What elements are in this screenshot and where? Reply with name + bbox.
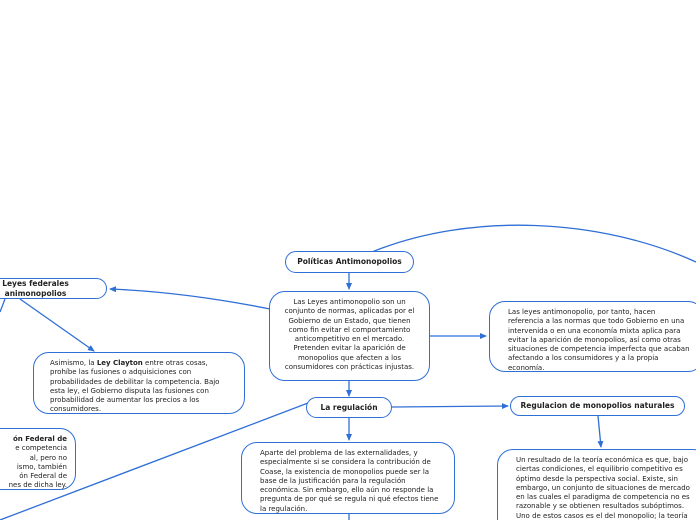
connector-regulacion-to-bottomleft [0, 402, 309, 520]
leyes-federales-node[interactable]: Leyes federales animonopolios [0, 278, 107, 299]
clayton-text-before: Asimismo, la [50, 359, 97, 367]
comision-line-2: e competencia [15, 444, 67, 453]
connector-leyes-to-federales [109, 286, 271, 310]
ley-clayton-node[interactable]: Asimismo, la Ley Clayton entre otras cos… [33, 352, 245, 414]
regulacion-texto-node[interactable]: Aparte del problema de las externalidade… [241, 442, 455, 514]
connector-federales-to-clayton [19, 298, 95, 352]
connector-regulacion-to-naturales [391, 403, 509, 410]
leyes-antimonopolio-definition-node[interactable]: Las Leyes antimonopolio son un conjunto … [269, 291, 430, 381]
comision-line-5: ón Federal de [19, 472, 67, 481]
comision-line-1: ón Federal de [12, 435, 67, 443]
comision-line-6: nes de dicha ley. [8, 481, 67, 490]
clayton-text-bold: Ley Clayton [96, 359, 143, 367]
comision-line-4: ismo, también [16, 462, 67, 471]
la-regulacion-node[interactable]: La regulación [306, 397, 392, 418]
regulacion-monopolios-naturales-node[interactable]: Regulacion de monopolios naturales [510, 396, 685, 416]
teoria-economica-node[interactable]: Un resultado de la teoría económica es q… [497, 449, 696, 520]
connector-naturales-to-teoria [597, 415, 604, 448]
politicas-antimonopolios-node[interactable]: Políticas Antimonopolios [285, 251, 414, 273]
connector-federales-left [0, 298, 6, 313]
connector-politicas-offscreen [371, 224, 696, 263]
clayton-text-after: entre otras cosas, prohíbe las fusiones … [50, 359, 220, 414]
comision-federal-node[interactable]: ón Federal de e competencia al, pero no … [0, 428, 76, 490]
comision-line-3: al, pero no [29, 453, 67, 462]
leyes-por-tanto-node[interactable]: Las leyes antimonopolio, por tanto, hace… [489, 301, 696, 372]
